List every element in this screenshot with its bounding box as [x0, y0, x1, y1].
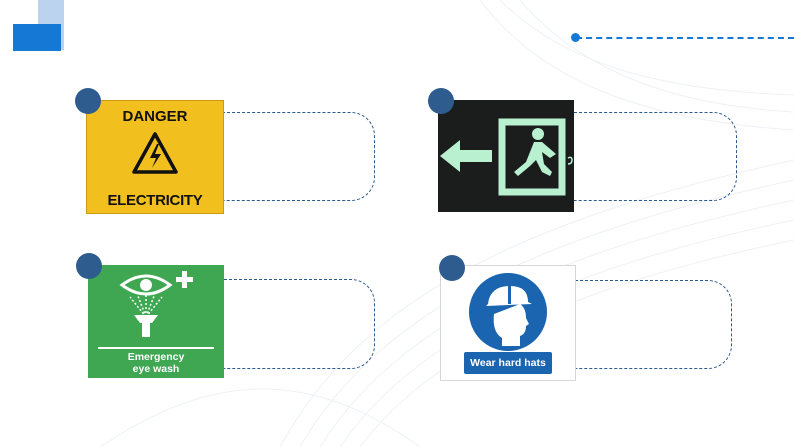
sign-text-wear-hard-hats: Wear hard hats: [464, 352, 552, 374]
hard-hat-head-icon: [469, 273, 547, 351]
marker-circle-1: [75, 88, 101, 114]
running-man-exit-icon: [440, 118, 573, 196]
marker-circle-3: [76, 253, 102, 279]
sign-text-electricity: ELECTRICITY: [107, 192, 203, 209]
header-dashed-line: [576, 37, 794, 39]
sign-wear-hard-hats: Wear hard hats: [440, 265, 576, 381]
card-frame-2: [574, 112, 737, 201]
header-dot: [571, 33, 580, 42]
sign-text-danger: DANGER: [122, 108, 188, 125]
sign-emergency-exit: [438, 100, 574, 212]
sign-danger-electricity: DANGER ELECTRICITY: [86, 100, 224, 214]
sign-text-emergency: Emergency: [127, 351, 185, 363]
corner-accent-dark: [13, 24, 61, 51]
sign-emergency-eye-wash: Emergency eye wash: [88, 265, 224, 378]
card-frame-1: [222, 112, 375, 201]
eye-wash-icon: [119, 271, 193, 337]
card-frame-3: [224, 279, 375, 369]
sign-divider: [98, 347, 214, 349]
sign-text-eye-wash: eye wash: [132, 363, 180, 375]
marker-circle-2: [428, 88, 454, 114]
card-frame-4: [575, 280, 732, 369]
marker-circle-4: [439, 255, 465, 281]
high-voltage-icon: [132, 132, 178, 174]
